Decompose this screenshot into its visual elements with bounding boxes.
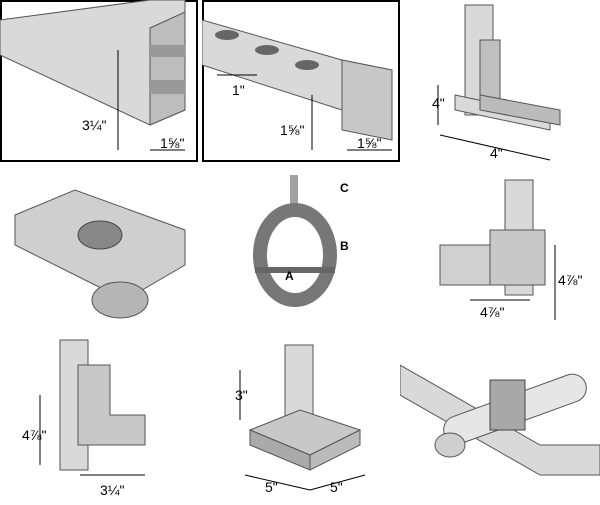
width-right-dimension: 5" bbox=[330, 479, 343, 495]
width-dimension: 3¼" bbox=[100, 482, 124, 498]
dimension-label-b: B bbox=[340, 239, 349, 253]
post-base-panel: 3" 5" 5" bbox=[230, 340, 380, 500]
width-left-dimension: 5" bbox=[265, 479, 278, 495]
slot-spacing-dimension: 1" bbox=[232, 82, 245, 98]
height-dimension: 4⅞" bbox=[22, 427, 46, 443]
height-dimension: 4" bbox=[432, 95, 445, 111]
height-dimension: 1⅝" bbox=[280, 122, 304, 138]
channel-slotted-panel: 1" 1⅝" 1⅝" bbox=[202, 0, 400, 162]
width-dimension: 4⅞" bbox=[480, 304, 504, 320]
spring-nut-panel bbox=[5, 185, 200, 325]
width-dimension: 1⅝" bbox=[160, 135, 184, 151]
dimension-label-c: C bbox=[340, 181, 349, 195]
channel-back-to-back-panel: 3¼" 1⅝" bbox=[0, 0, 198, 162]
clevis-hanger-panel: A B C bbox=[225, 170, 365, 330]
flat-corner-plate-panel: 4⅞" 3¼" bbox=[20, 335, 210, 500]
dimension-label-a: A bbox=[285, 269, 294, 283]
height-dimension: 3" bbox=[235, 387, 248, 403]
pipe-clamp-panel bbox=[400, 335, 600, 500]
corner-gusset-fitting-panel: 4⅞" 4⅞" bbox=[430, 175, 600, 335]
width-dimension: 4" bbox=[490, 145, 503, 161]
width-dimension: 1⅝" bbox=[357, 135, 381, 151]
height-dimension: 3¼" bbox=[82, 117, 106, 133]
corner-angle-fitting-panel: 4" 4" bbox=[420, 0, 600, 170]
height-dimension: 4⅞" bbox=[558, 272, 582, 288]
